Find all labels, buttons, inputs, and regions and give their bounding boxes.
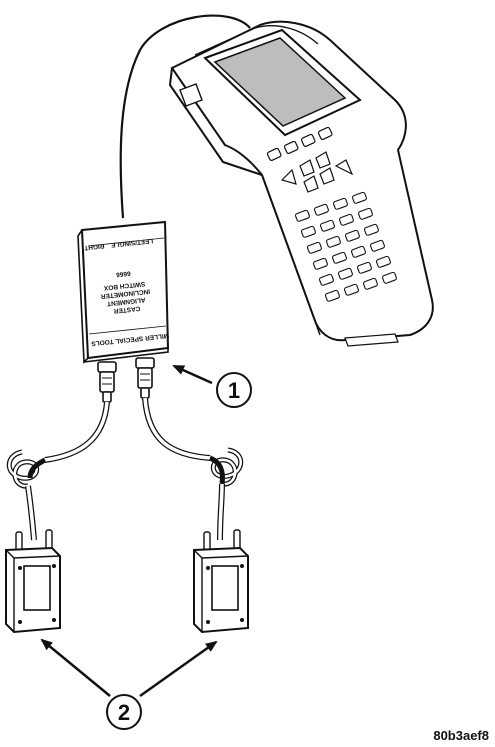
right-sensor-label-plate — [211, 565, 239, 611]
left-sensor-cable — [6, 401, 110, 541]
switch-box-title-line1: CASTER — [113, 305, 141, 315]
switch-box-port-left-label: LEFT/SINGLE — [110, 237, 153, 248]
switch-box-connector-right — [135, 357, 155, 399]
switch-box: MILLER SPECIAL TOOLS CASTER ALIGNMENT IN… — [77, 220, 169, 364]
scan-tool-screen — [213, 37, 347, 127]
callout-2: 2 — [40, 638, 218, 730]
scan-tool — [168, 20, 434, 347]
callout-2-circle — [106, 694, 142, 730]
left-sensor-label-plate — [23, 565, 51, 611]
scan-tool-side-plug — [179, 83, 203, 107]
scan-tool-nav-keys — [280, 151, 354, 193]
scan-tool-keypad — [295, 191, 397, 302]
switch-box-connector-left — [97, 361, 117, 403]
callout-1-number: 1 — [228, 378, 240, 403]
callout-1: 1 — [172, 364, 252, 408]
callout-2-number: 2 — [118, 700, 130, 725]
right-sensor-cable — [142, 397, 244, 541]
scan-tool-cable — [119, 14, 251, 219]
scan-tool-bottom-connector — [344, 333, 399, 347]
scan-tool-function-keys — [266, 126, 333, 162]
callout-1-arrow — [172, 364, 213, 385]
callout-2-arrow-right — [139, 640, 218, 698]
callout-2-arrow-left — [40, 638, 111, 697]
figure-id: 80b3aef8 — [433, 728, 489, 743]
switch-box-port-right-label: RIGHT — [84, 242, 105, 251]
switch-box-title-line2: ALIGNMENT — [107, 296, 146, 307]
switch-box-title-line4: SWITCH BOX — [103, 280, 146, 291]
right-inclinometer-sensor — [193, 529, 249, 634]
left-inclinometer-sensor — [5, 529, 61, 634]
callout-1-circle — [216, 372, 252, 408]
switch-box-part-number: 6666 — [115, 269, 130, 278]
